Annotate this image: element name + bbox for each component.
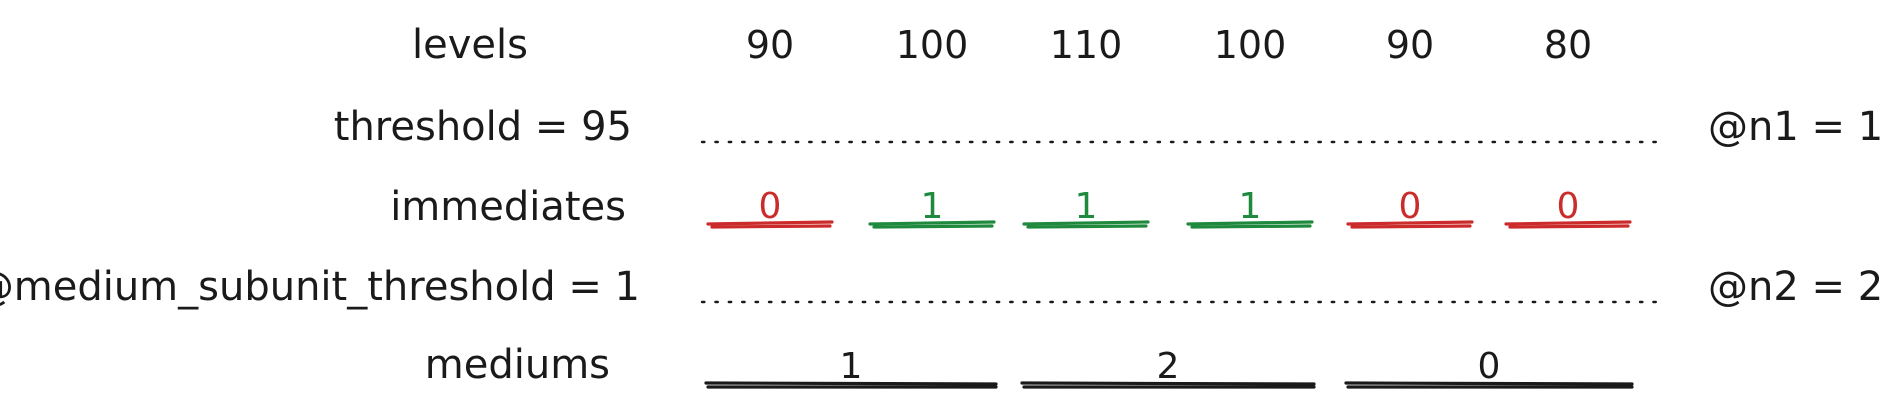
level-value: 90 xyxy=(1386,23,1434,67)
immediate-underline xyxy=(1508,224,1630,229)
mediums-values: 1 2 0 xyxy=(704,346,1634,389)
immediate-underline xyxy=(710,224,832,229)
immediate-underline xyxy=(706,220,834,226)
immediate-underline xyxy=(1186,220,1314,226)
medium-underline xyxy=(1020,381,1316,386)
n2-annotation: @n2 = 2 xyxy=(1708,264,1883,310)
levels-row-label: levels xyxy=(412,22,528,68)
medium-threshold-row-label: @medium_subunit_threshold = 1 xyxy=(0,264,640,310)
immediate-value: 1 xyxy=(1239,186,1262,227)
levels-values: 90 100 110 100 90 80 xyxy=(746,23,1592,67)
immediate-underline xyxy=(868,220,996,226)
immediate-underline xyxy=(1346,220,1474,226)
immediate-value: 1 xyxy=(921,186,944,227)
level-value: 80 xyxy=(1544,23,1592,67)
immediate-underline xyxy=(1022,220,1150,226)
immediate-underline xyxy=(1504,220,1632,226)
immediate-underline xyxy=(872,224,994,229)
immediate-underline xyxy=(1350,224,1472,229)
medium-value: 0 xyxy=(1478,346,1501,387)
medium-value: 1 xyxy=(840,346,863,387)
medium-underline xyxy=(1344,381,1634,386)
immediate-value: 1 xyxy=(1075,186,1098,227)
level-value: 110 xyxy=(1050,23,1123,67)
immediate-value: 0 xyxy=(1399,186,1422,227)
immediate-value: 0 xyxy=(1557,186,1580,227)
medium-value: 2 xyxy=(1157,346,1180,387)
immediate-value: 0 xyxy=(759,186,782,227)
threshold-row-label: threshold = 95 xyxy=(334,104,632,150)
n1-annotation: @n1 = 1 xyxy=(1708,104,1883,150)
immediate-underline xyxy=(1026,224,1148,229)
level-value: 90 xyxy=(746,23,794,67)
immediate-underline xyxy=(1190,224,1312,229)
level-value: 100 xyxy=(896,23,969,67)
immediates-values: 0 1 1 1 0 0 xyxy=(706,186,1632,229)
mediums-row-label: mediums xyxy=(425,342,610,388)
immediates-row-label: immediates xyxy=(390,184,626,230)
level-value: 100 xyxy=(1214,23,1287,67)
medium-underline xyxy=(704,381,998,386)
